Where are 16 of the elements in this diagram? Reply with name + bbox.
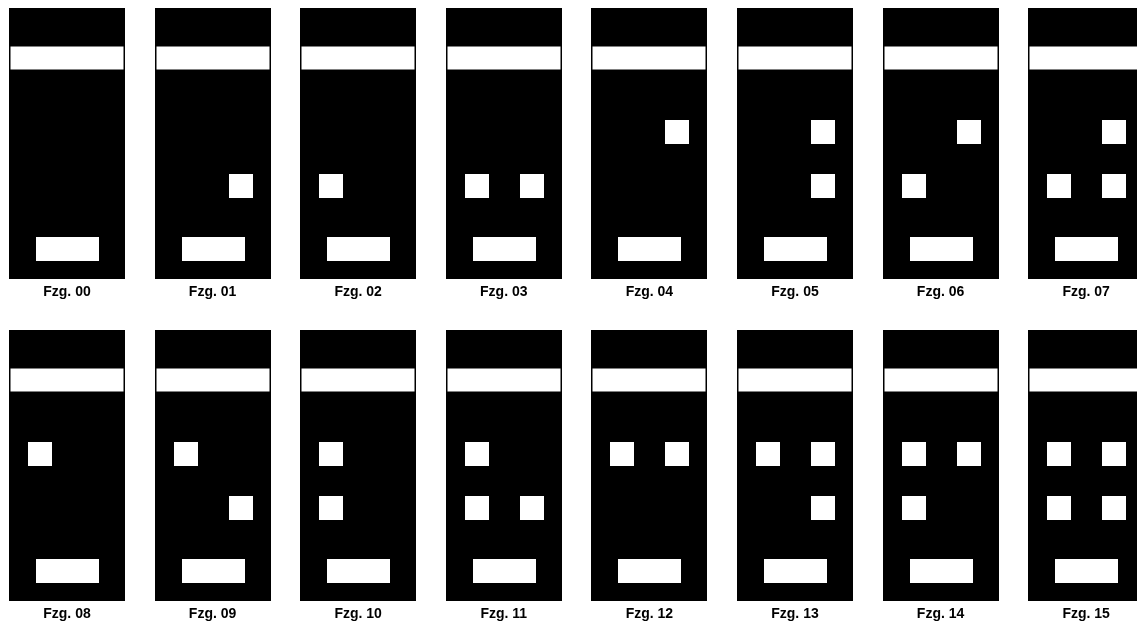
- card-caption: Fzg. 05: [770, 283, 820, 299]
- card-caption: Fzg. 03: [479, 283, 529, 299]
- card-caption: Fzg. 08: [42, 605, 92, 621]
- card-caption: Fzg. 09: [187, 605, 238, 621]
- card-caption: Fzg. 13: [770, 605, 820, 621]
- card-caption: Fzg. 04: [624, 283, 675, 299]
- card-caption: Fzg. 11: [479, 605, 529, 621]
- card-caption: Fzg. 01: [187, 283, 238, 299]
- card-caption: Fzg. 02: [333, 283, 383, 299]
- card-caption: Fzg. 15: [1061, 605, 1111, 621]
- card-caption: Fzg. 06: [915, 283, 966, 299]
- card-caption: Fzg. 10: [333, 605, 383, 621]
- card-caption: Fzg. 12: [624, 605, 675, 621]
- card-caption: Fzg. 14: [915, 605, 966, 621]
- card-caption: Fzg. 00: [42, 283, 92, 299]
- card-caption: Fzg. 07: [1061, 283, 1111, 299]
